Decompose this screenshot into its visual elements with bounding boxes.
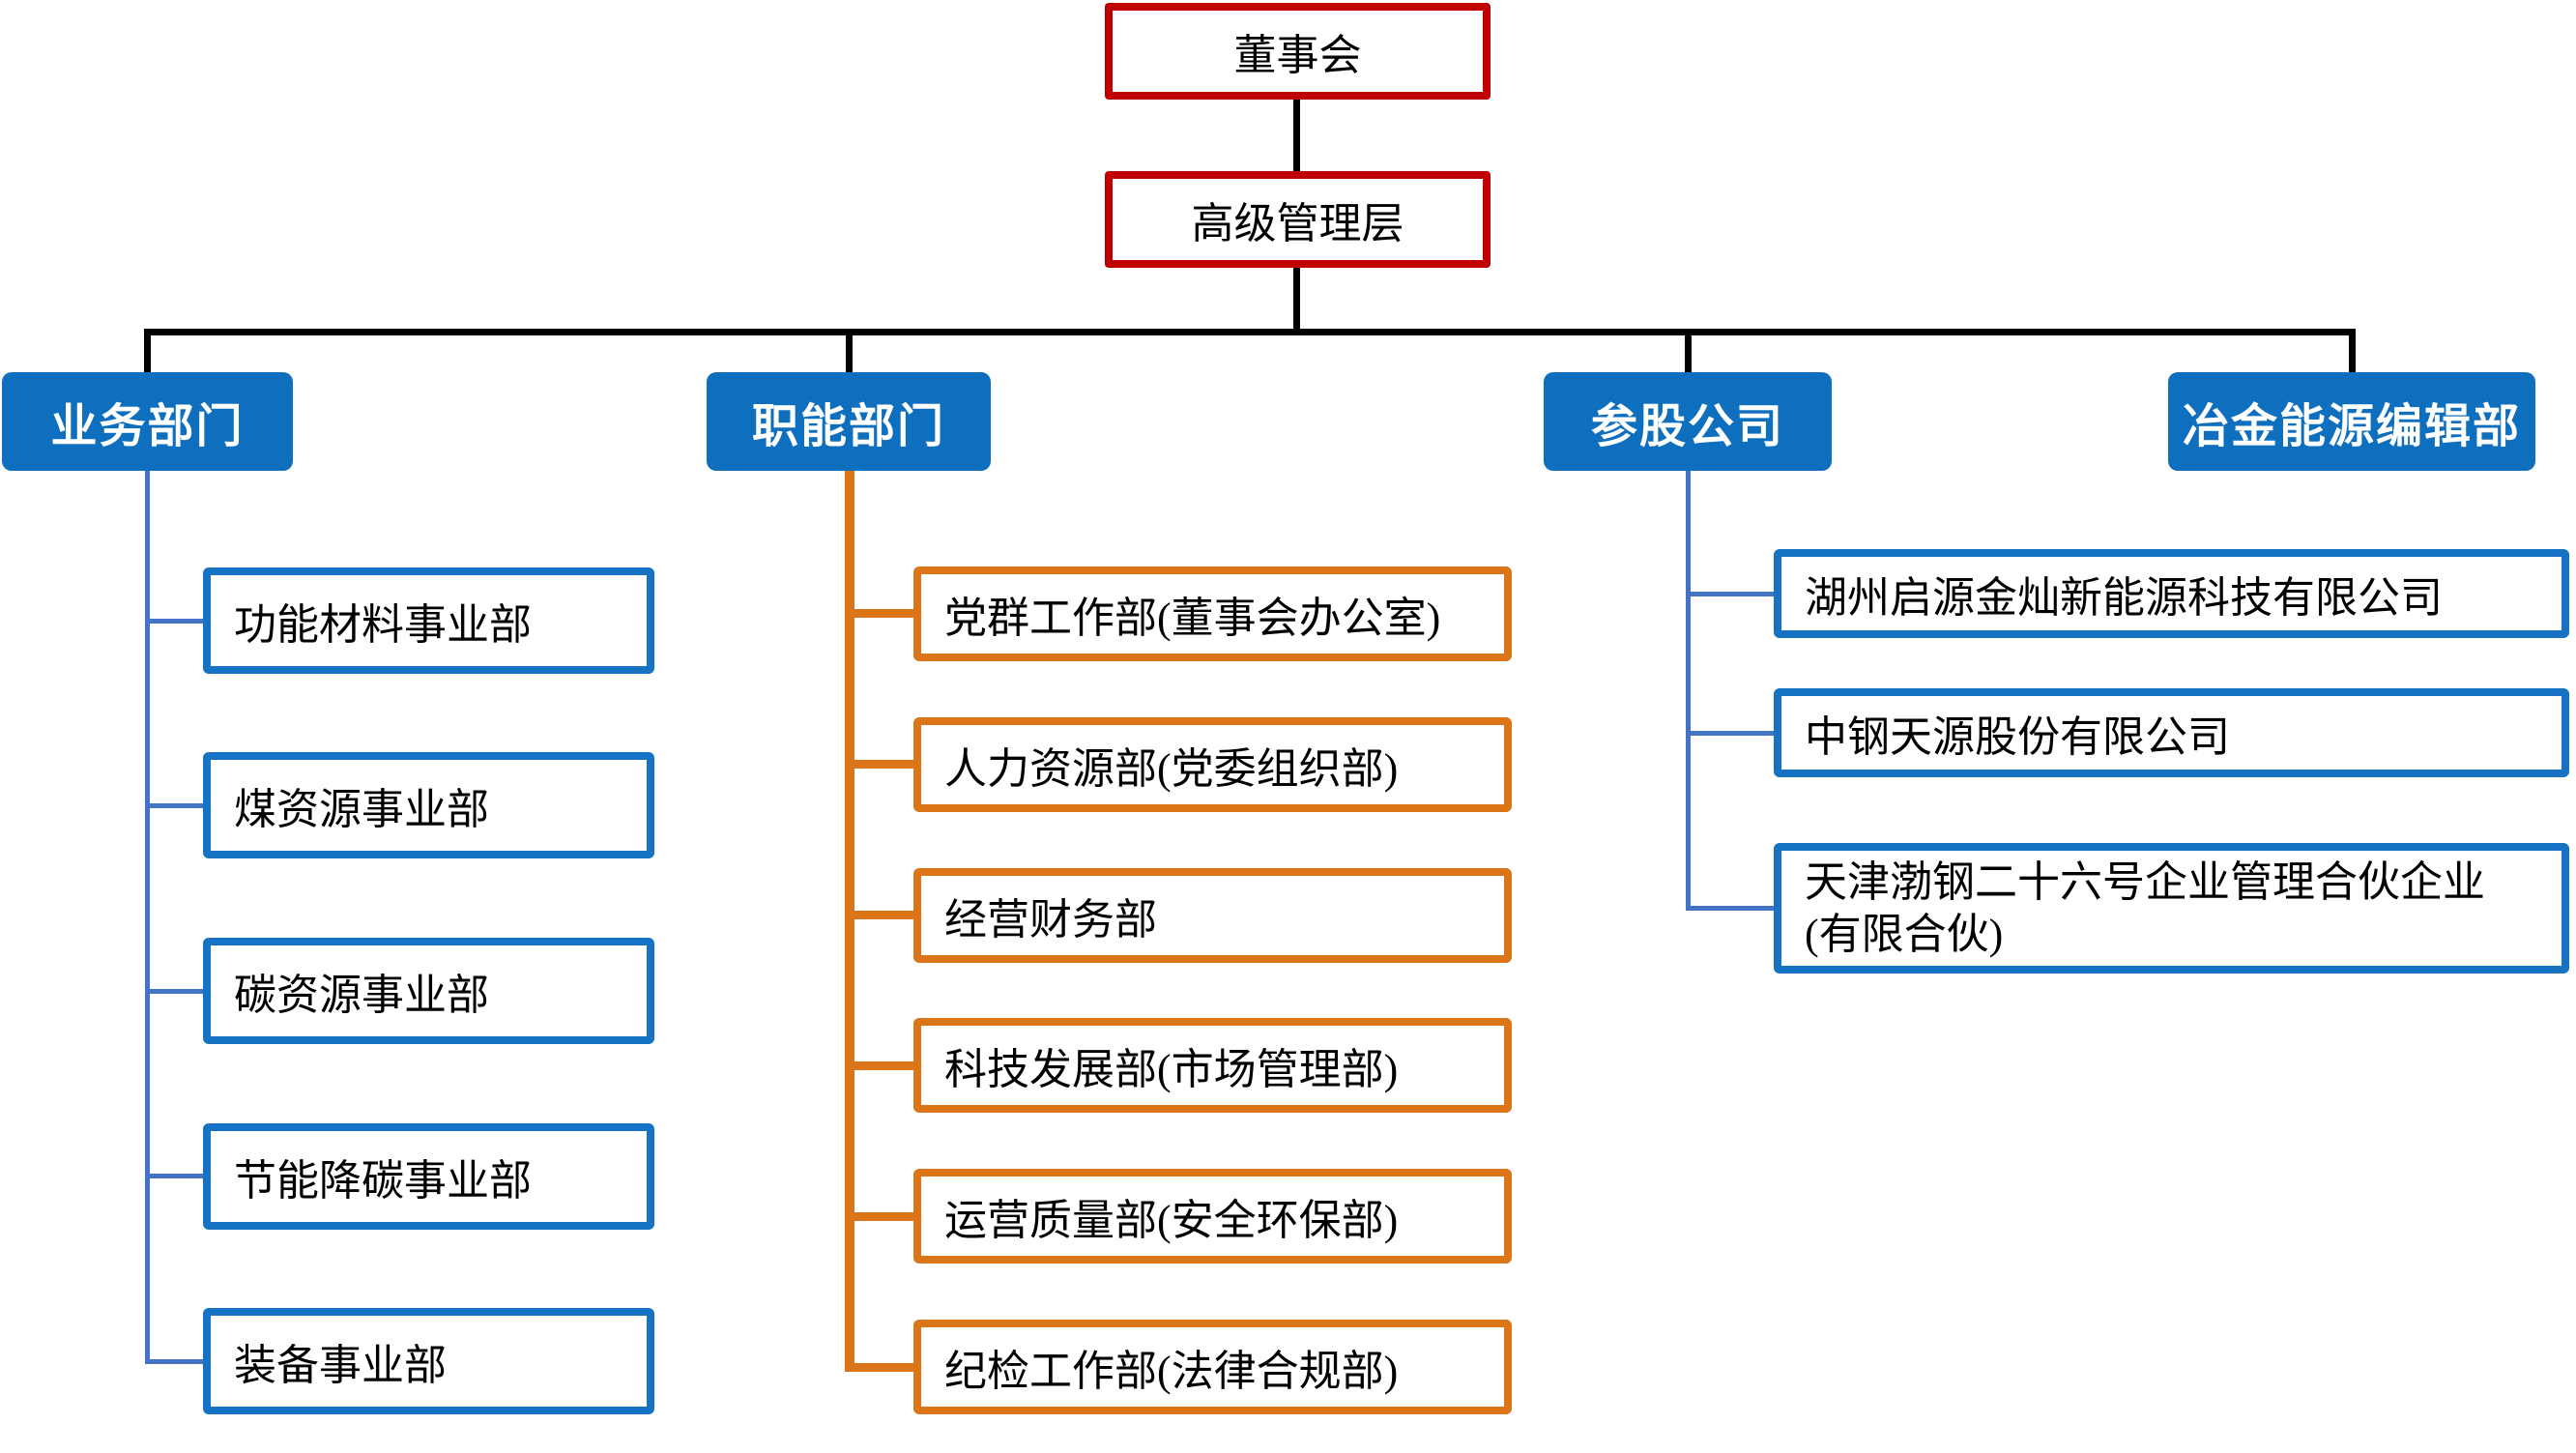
functional-dept-box: 运营质量部(安全环保部)	[913, 1169, 1512, 1264]
connector-business-spine	[145, 471, 150, 1363]
node-label: 人力资源部(党委组织部)	[944, 745, 1399, 793]
connector-business-stub-1	[145, 619, 207, 624]
connector-functional-stub-4	[845, 1061, 919, 1070]
connector-functional-stub-2	[845, 760, 919, 769]
functional-dept-box: 人力资源部(党委组织部)	[913, 717, 1512, 812]
connector-functional-stub-3	[845, 911, 919, 919]
node-label: 党群工作部(董事会办公室)	[944, 595, 1441, 642]
functional-dept-box: 经营财务部	[913, 868, 1512, 963]
branch-equity: 参股公司	[1544, 372, 1832, 471]
connector-board-to-management	[1293, 97, 1300, 174]
branch-label: 冶金能源编辑部	[2182, 401, 2521, 452]
connector-business-stub-3	[145, 989, 207, 994]
connector-equity-stub-2	[1686, 731, 1780, 736]
node-label: 经营财务部	[944, 896, 1157, 944]
connector-equity-stub-3	[1686, 906, 1780, 911]
node-label-line1: 天津渤钢二十六号企业管理合伙企业	[1805, 857, 2485, 906]
node-label: 董事会	[1233, 32, 1362, 79]
functional-dept-box: 党群工作部(董事会办公室)	[913, 567, 1512, 661]
connector-functional-stub-1	[845, 609, 919, 618]
branch-label: 职能部门	[751, 401, 945, 452]
connector-equity-stub-1	[1686, 592, 1780, 596]
node-senior-management: 高级管理层	[1105, 171, 1491, 268]
connector-functional-stub-6	[845, 1363, 919, 1372]
connector-business-stub-2	[145, 803, 207, 808]
equity-company-box: 中钢天源股份有限公司	[1774, 688, 2569, 777]
business-division-box: 装备事业部	[203, 1308, 654, 1414]
connector-drop-business	[144, 329, 151, 375]
business-division-box: 节能降碳事业部	[203, 1123, 654, 1230]
connector-equity-spine	[1686, 471, 1691, 911]
node-label: 碳资源事业部	[234, 972, 489, 1019]
node-board: 董事会	[1105, 3, 1491, 100]
node-label: 纪检工作部(法律合规部)	[944, 1348, 1399, 1395]
business-division-box: 碳资源事业部	[203, 938, 654, 1044]
equity-company-box: 天津渤钢二十六号企业管理合伙企业 (有限合伙)	[1774, 843, 2569, 974]
node-label: 高级管理层	[1191, 200, 1404, 247]
node-label: 装备事业部	[234, 1342, 447, 1389]
node-label: 功能材料事业部	[234, 601, 532, 649]
node-label: 湖州启源金灿新能源科技有限公司	[1805, 574, 2443, 622]
functional-dept-box: 科技发展部(市场管理部)	[913, 1018, 1512, 1113]
business-division-box: 煤资源事业部	[203, 752, 654, 858]
branch-functional: 职能部门	[707, 372, 991, 471]
branch-label: 业务部门	[50, 401, 245, 452]
connector-business-stub-5	[145, 1359, 207, 1364]
branch-editorial: 冶金能源编辑部	[2168, 372, 2535, 471]
node-label: 中钢天源股份有限公司	[1805, 713, 2230, 761]
node-label-line2: (有限合伙)	[1805, 910, 2004, 958]
connector-drop-functional	[846, 329, 853, 375]
connector-drop-equity	[1685, 329, 1692, 375]
business-division-box: 功能材料事业部	[203, 567, 654, 674]
node-label: 节能降碳事业部	[234, 1157, 532, 1205]
connector-functional-spine	[845, 471, 854, 1368]
connector-drop-editorial	[2349, 329, 2356, 375]
equity-company-box: 湖州启源金灿新能源科技有限公司	[1774, 549, 2569, 638]
connector-management-drop	[1293, 265, 1300, 333]
connector-horizontal-bus	[144, 329, 2356, 335]
connector-business-stub-4	[145, 1174, 207, 1178]
node-label: 煤资源事业部	[234, 786, 489, 833]
branch-label: 参股公司	[1590, 401, 1784, 452]
functional-dept-box: 纪检工作部(法律合规部)	[913, 1320, 1512, 1414]
node-label: 科技发展部(市场管理部)	[944, 1046, 1399, 1093]
node-label: 运营质量部(安全环保部)	[944, 1197, 1399, 1244]
branch-business: 业务部门	[2, 372, 293, 471]
connector-functional-stub-5	[845, 1212, 919, 1221]
